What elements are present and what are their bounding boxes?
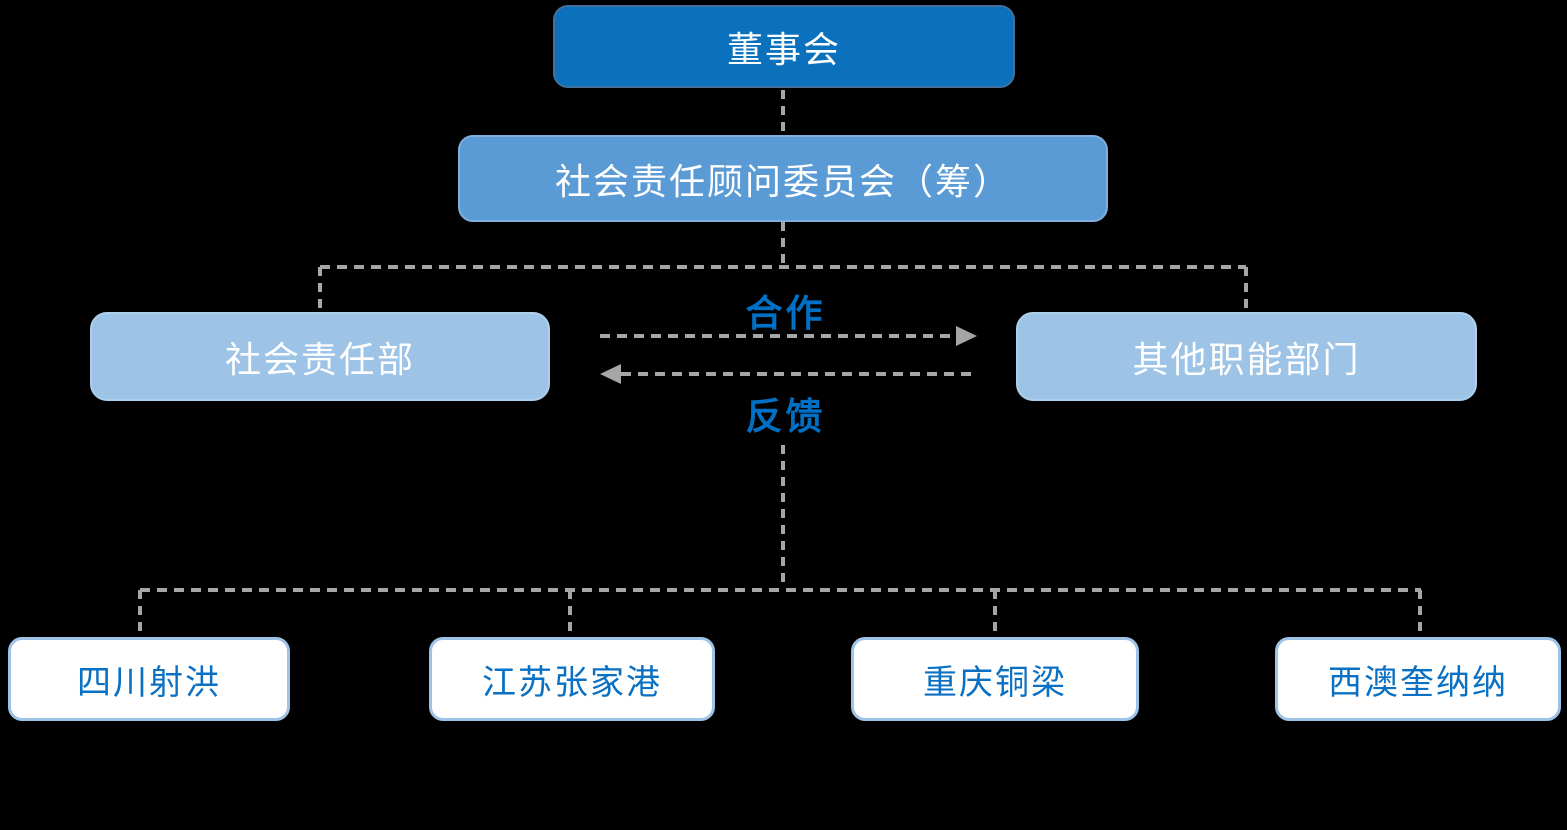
node-csr-department: 社会责任部: [90, 312, 550, 401]
cooperation-arrow-line: [600, 334, 956, 338]
node-site-chongqing-tongliang: 重庆铜梁: [851, 637, 1139, 721]
connector-sites-rail: [140, 588, 1421, 592]
connector-sites-stem: [781, 445, 785, 589]
node-board-of-directors: 董事会: [553, 5, 1015, 88]
node-csr-advisory-committee: 社会责任顾问委员会（筹）: [458, 135, 1108, 222]
site-label: 四川射洪: [77, 663, 221, 702]
cooperation-label: 合作: [745, 293, 826, 334]
feedback-label: 反馈: [745, 396, 826, 437]
connector-drop-site-3: [993, 590, 997, 637]
node-board-label: 董事会: [726, 28, 841, 70]
arrowhead-right-icon: [956, 326, 977, 346]
connector-drop-site-2: [568, 590, 572, 637]
node-other-departments-label: 其他职能部门: [1132, 338, 1361, 380]
node-csr-department-label: 社会责任部: [224, 338, 415, 380]
feedback-arrow-line: [621, 372, 978, 376]
connector-drop-site-1: [138, 590, 142, 637]
arrowhead-left-icon: [600, 364, 621, 384]
connector-drop-csr-dept: [318, 267, 322, 313]
site-label: 重庆铜梁: [923, 663, 1067, 702]
site-label: 江苏张家港: [482, 663, 662, 702]
node-other-functional-departments: 其他职能部门: [1016, 312, 1477, 401]
connector-board-committee: [781, 90, 785, 135]
connector-departments-rail: [320, 265, 1246, 269]
node-site-jiangsu-zhangjiagang: 江苏张家港: [429, 637, 715, 721]
site-label: 西澳奎纳纳: [1328, 663, 1508, 702]
connector-committee-stem: [781, 222, 785, 267]
connector-drop-other-depts: [1244, 267, 1248, 313]
node-site-wa-kwinana: 西澳奎纳纳: [1275, 637, 1561, 721]
node-site-sichuan-shehong: 四川射洪: [8, 637, 290, 721]
node-committee-label: 社会责任顾问委员会（筹）: [554, 160, 1011, 202]
connector-drop-site-4: [1418, 590, 1422, 637]
